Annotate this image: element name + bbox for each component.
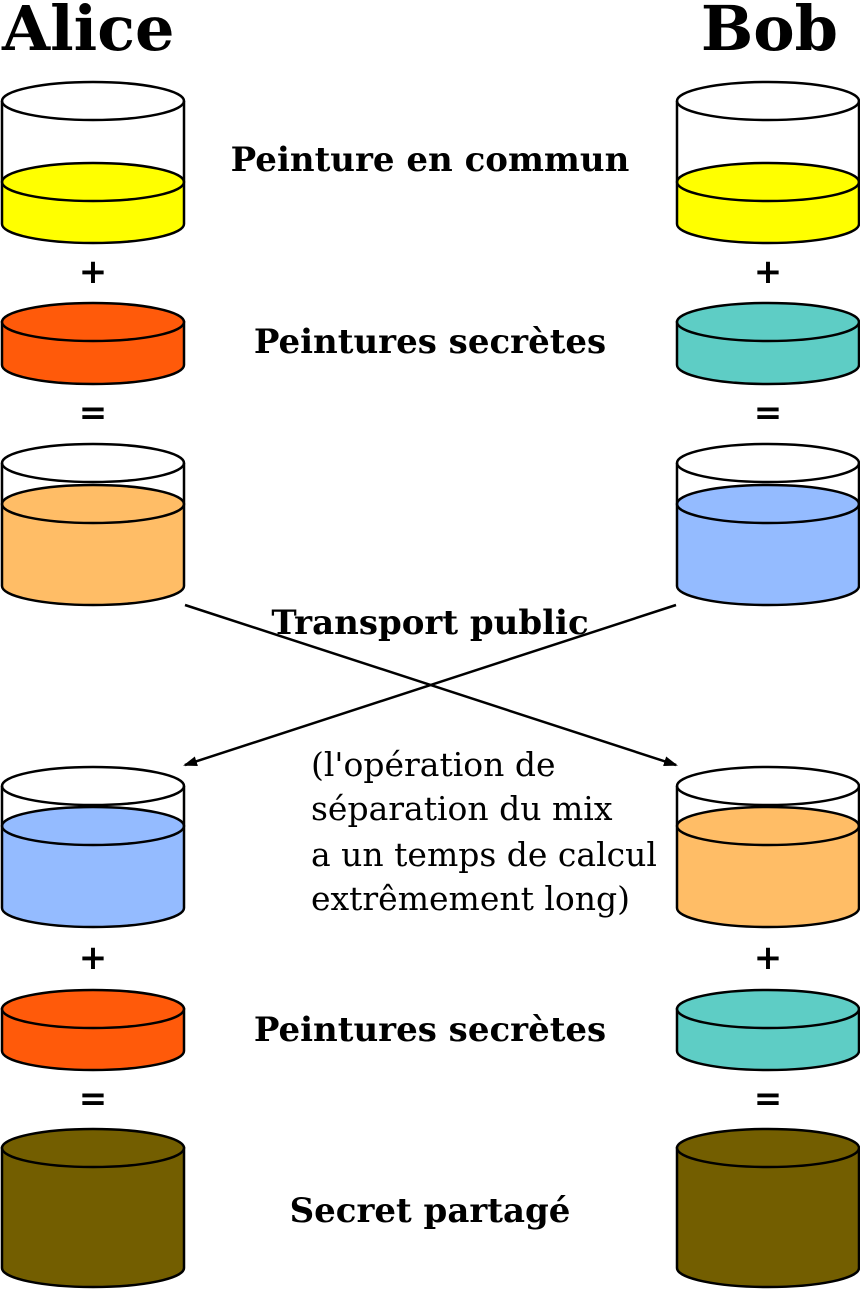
bob-title: Bob — [701, 0, 838, 65]
alice-plus-1: + — [79, 252, 108, 292]
note-line-1: (l'opération de — [311, 745, 556, 784]
bob-shared-secret-cup — [675, 1127, 860, 1289]
bob-plus-1: + — [754, 252, 783, 292]
alice-plus-2: + — [79, 938, 108, 978]
operators: + + = = + + = = — [79, 252, 783, 1119]
alice-equals-1: = — [79, 393, 108, 433]
note-line-3: a un temps de calcul — [311, 835, 657, 874]
arrow-bob-to-alice — [183, 603, 677, 767]
note-line-4: extrêmement long) — [311, 879, 630, 918]
alice-mixed-paint-cup — [0, 442, 186, 607]
bob-received-mix-cup — [675, 765, 860, 929]
note-line-2: séparation du mix — [311, 789, 613, 828]
bob-secret-paint-disk — [675, 301, 860, 386]
bob-common-paint-cup — [675, 80, 860, 245]
exchange-arrows — [183, 603, 678, 767]
bob-plus-2: + — [754, 938, 783, 978]
alice-secret-paint-disk — [0, 301, 186, 386]
label-public-transport: Transport public — [271, 603, 588, 643]
label-common-paint: Peinture en commun — [231, 140, 630, 180]
alice-equals-2: = — [79, 1079, 108, 1119]
label-shared-secret: Secret partagé — [290, 1191, 571, 1231]
alice-title: Alice — [1, 0, 174, 65]
label-secret-paints-bottom: Peintures secrètes — [254, 1010, 606, 1050]
bob-mixed-paint-cup — [675, 442, 860, 607]
label-secret-paints-top: Peintures secrètes — [254, 322, 606, 362]
bob-equals-2: = — [754, 1079, 783, 1119]
alice-shared-secret-cup — [0, 1127, 186, 1289]
alice-secret-paint-disk-2 — [0, 988, 186, 1072]
alice-common-paint-cup — [0, 80, 186, 245]
computation-note: (l'opération de séparation du mix a un t… — [311, 745, 657, 918]
bob-equals-1: = — [754, 393, 783, 433]
bob-secret-paint-disk-2 — [675, 988, 860, 1072]
alice-received-mix-cup — [0, 765, 186, 929]
